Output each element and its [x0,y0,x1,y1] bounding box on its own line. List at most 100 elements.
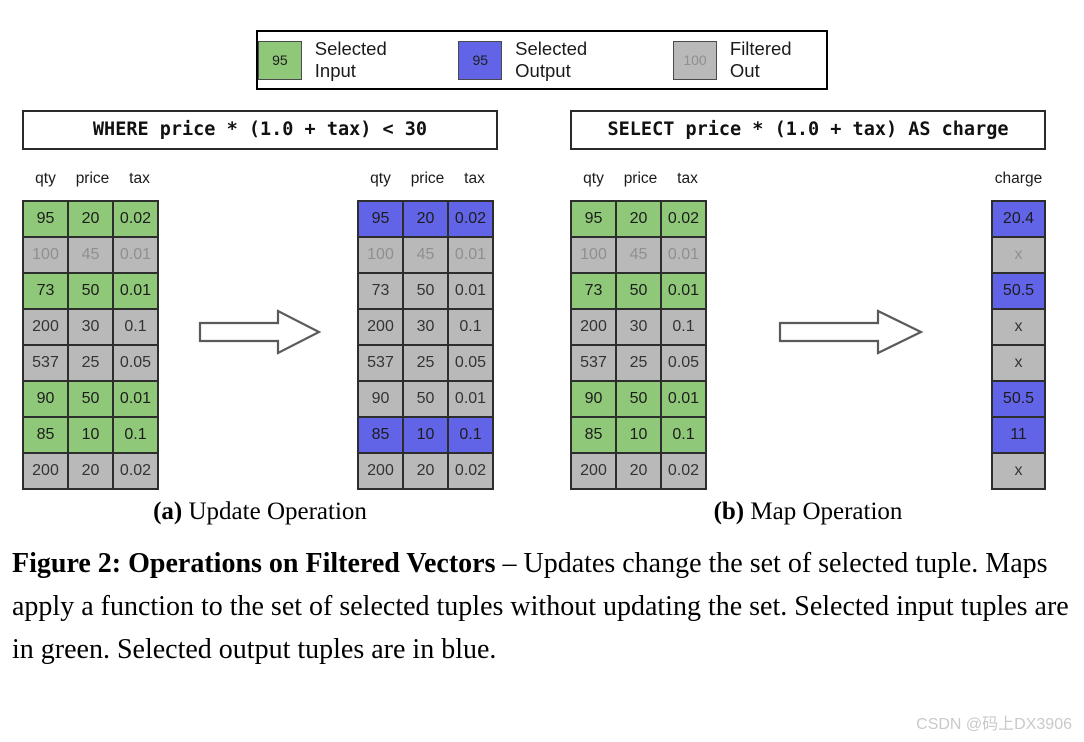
table-cell: x [991,344,1046,382]
table-cell: 73 [357,272,404,310]
right-arrow-icon [198,309,322,355]
table-cell: 95 [570,200,617,238]
table-row: 11 [991,416,1046,454]
subcaption-b: (b) Map Operation [570,498,1046,526]
map-operation-panel: SELECT price * (1.0 + tax) AS charge qty… [570,110,1046,526]
table-cell: 25 [67,344,114,382]
table-row: x [991,452,1046,490]
table-cell: 11 [991,416,1046,454]
legend-label: Selected Output [515,38,588,81]
selected-output-swatch-icon: 95 [458,40,503,80]
column-header: price [410,170,445,187]
column-header: price [623,170,658,187]
table-cell: 0.05 [447,344,494,382]
subcaption-b-label: (b) [713,498,745,525]
table-cell: 0.05 [660,344,707,382]
table-cell: 25 [615,344,662,382]
column-header: charge [994,170,1043,187]
subcaption-a: (a) Update Operation [22,498,498,526]
table-cell: 537 [22,344,69,382]
table-cell: 100 [357,236,404,274]
table-cell: 50 [67,380,114,418]
table-cell: x [991,452,1046,490]
table-cell: 0.01 [447,236,494,274]
table-cell: 0.01 [447,272,494,310]
table-cell: 50.5 [991,380,1046,418]
figure-caption-body: – Updates change the set of selected tup… [12,548,1069,665]
table-cell: 0.1 [660,308,707,346]
select-query-box: SELECT price * (1.0 + tax) AS charge [570,110,1046,150]
table-cell: 537 [357,344,404,382]
table-cell: 0.01 [112,272,159,310]
table-cell: 0.02 [112,452,159,490]
table-cell: 95 [357,200,404,238]
table-cell: 30 [615,308,662,346]
table-cell: 50 [615,380,662,418]
table-cell: 0.01 [447,380,494,418]
table-cell: 85 [570,416,617,454]
table-cell: 0.01 [112,236,159,274]
table-cell: 25 [402,344,449,382]
table-cell: 73 [22,272,69,310]
table-cell: 50 [67,272,114,310]
table-cell: 100 [22,236,69,274]
table-cell: x [991,236,1046,274]
filtered-out-swatch-icon: 100 [673,40,717,80]
where-query-box: WHERE price * (1.0 + tax) < 30 [22,110,498,150]
table-cell: 0.05 [112,344,159,382]
update-arrow [163,309,357,355]
right-arrow-icon [778,309,924,355]
table-cell: 90 [570,380,617,418]
table-cell: 0.02 [660,200,707,238]
map-arrow [711,309,991,355]
table-cell: 30 [402,308,449,346]
table-cell: 50 [615,272,662,310]
figure-caption: Figure 2: Operations on Filtered Vectors… [12,542,1070,671]
subcaption-a-label: (a) [153,498,183,525]
watermark: CSDN @码上DX3906 [916,716,1072,733]
legend-item-filtered-out: 100 Filtered Out [673,38,826,82]
table-cell: 45 [615,236,662,274]
table-cell: 0.1 [660,416,707,454]
table-cell: 200 [22,452,69,490]
table-cell: 20 [615,452,662,490]
table-cell: 0.1 [112,308,159,346]
legend: 95 Selected Input 95 Selected Output 100… [256,30,828,90]
table-cell: 200 [22,308,69,346]
table-cell: 50 [402,380,449,418]
selected-input-swatch-icon: 95 [258,40,302,80]
table-cell: 20 [402,200,449,238]
table-cell: 10 [615,416,662,454]
table-row: x [991,236,1046,274]
legend-item-selected-input: 95 Selected Input [258,38,432,82]
table-row: x [991,344,1046,382]
table-cell: 0.1 [447,308,494,346]
table-cell: 0.1 [112,416,159,454]
column-header: price [75,170,110,187]
